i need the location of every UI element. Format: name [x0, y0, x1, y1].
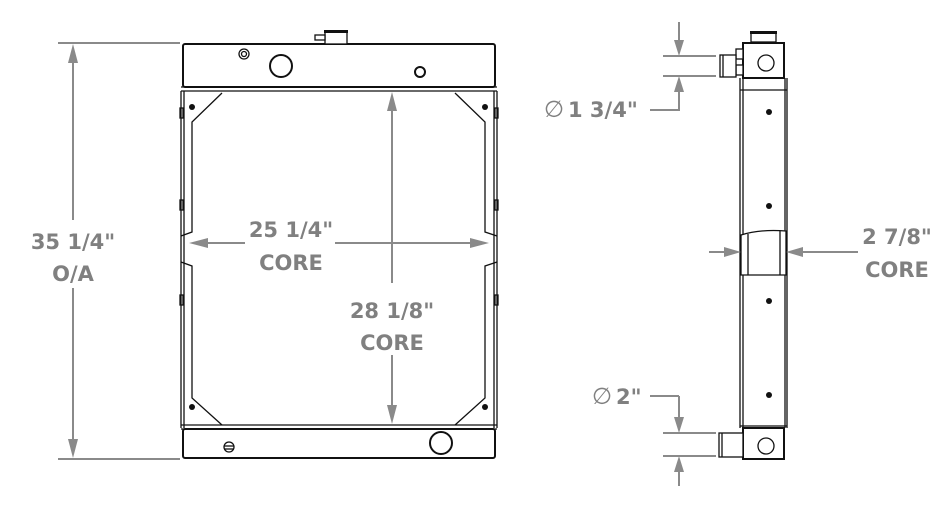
bolt-icon [766, 109, 772, 115]
core-depth-dimension: 2 7/8" CORE [709, 225, 932, 282]
bolt-icon [766, 298, 772, 304]
drain-plug-icon [238, 48, 250, 60]
inlet-diameter-value: 1 3/4" [568, 98, 638, 122]
bottom-port-icon [429, 431, 453, 455]
bolt-icon [766, 203, 772, 209]
bolt-icon [766, 392, 772, 398]
bottom-tank [181, 424, 497, 459]
inlet-diameter-dimension: ∅ 1 3/4" [544, 22, 716, 123]
overall-height-dimension: 35 1/4" O/A [31, 42, 180, 460]
core-height-dimension: 28 1/8" CORE [350, 92, 434, 424]
outlet-diameter-dimension: ∅ 2" [592, 384, 716, 486]
bolt-icon [482, 104, 488, 110]
outlet-pipe [718, 432, 744, 458]
core-width-dimension: 25 1/4" CORE [189, 218, 489, 275]
inlet-pipe [719, 54, 737, 78]
bolt-icon [189, 404, 195, 410]
overall-height-qualifier: O/A [52, 262, 95, 286]
core-height-qualifier: CORE [360, 331, 424, 355]
side-view: ∅ 1 3/4" ∅ 2" 2 7/8" CORE [544, 22, 932, 486]
front-view: 35 1/4" O/A 25 1/4" CORE 28 1/8" CORE [31, 30, 499, 460]
core-width-qualifier: CORE [259, 251, 323, 275]
core-frame [179, 91, 499, 428]
top-tank [181, 30, 497, 92]
outlet-diameter-symbol: ∅ [592, 384, 612, 410]
core-width-value: 25 1/4" [249, 218, 333, 242]
core-depth-qualifier: CORE [865, 258, 929, 282]
bolt-icon [482, 404, 488, 410]
bolt-icon [189, 104, 195, 110]
vent-port-icon [414, 66, 426, 78]
outlet-diameter-value: 2" [616, 385, 642, 409]
inlet-diameter-symbol: ∅ [544, 97, 564, 123]
top-port-icon [269, 54, 293, 78]
core-depth-value: 2 7/8" [862, 225, 932, 249]
core-height-value: 28 1/8" [350, 299, 434, 323]
overall-height-value: 35 1/4" [31, 230, 115, 254]
drain-valve-icon [223, 441, 235, 453]
